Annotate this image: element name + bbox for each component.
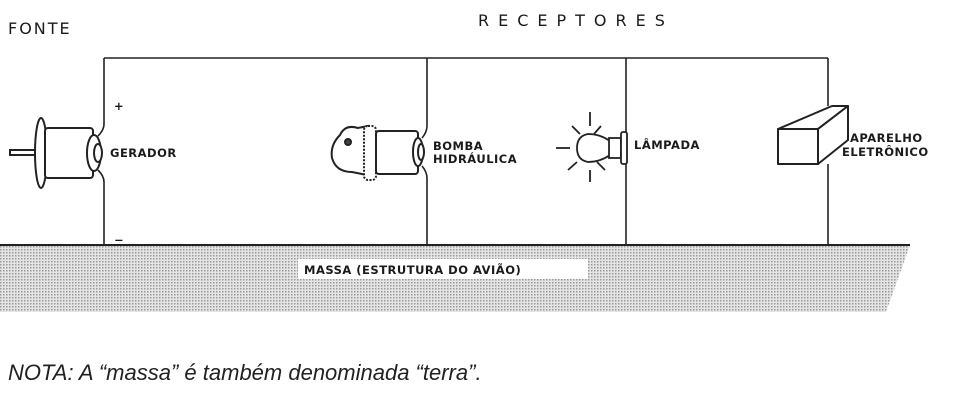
ground-label-bg [298, 259, 588, 279]
generator-icon [9, 117, 103, 189]
note-text: NOTA: A “massa” é também denominada “ter… [8, 360, 482, 385]
pump-label-line2: HIDRÁULICA [433, 151, 517, 166]
positive-sign: + [114, 99, 124, 113]
negative-sign: − [114, 233, 124, 247]
generator-label: GERADOR [110, 146, 177, 160]
device-label-line1: APARELHO [850, 131, 923, 145]
pump-label-line1: BOMBA [433, 139, 483, 153]
source-heading: FONTE [8, 19, 72, 38]
device-label-line2: ELETRÔNICO [842, 144, 929, 159]
lamp-label: LÂMPADA [634, 137, 700, 152]
hydraulic-pump-icon [330, 124, 425, 181]
lamp-icon [556, 112, 628, 182]
receivers-heading: RECEPTORES [478, 11, 674, 30]
electronic-device-icon [777, 105, 849, 165]
ground-label: MASSA (ESTRUTURA DO AVIÃO) [304, 262, 521, 277]
